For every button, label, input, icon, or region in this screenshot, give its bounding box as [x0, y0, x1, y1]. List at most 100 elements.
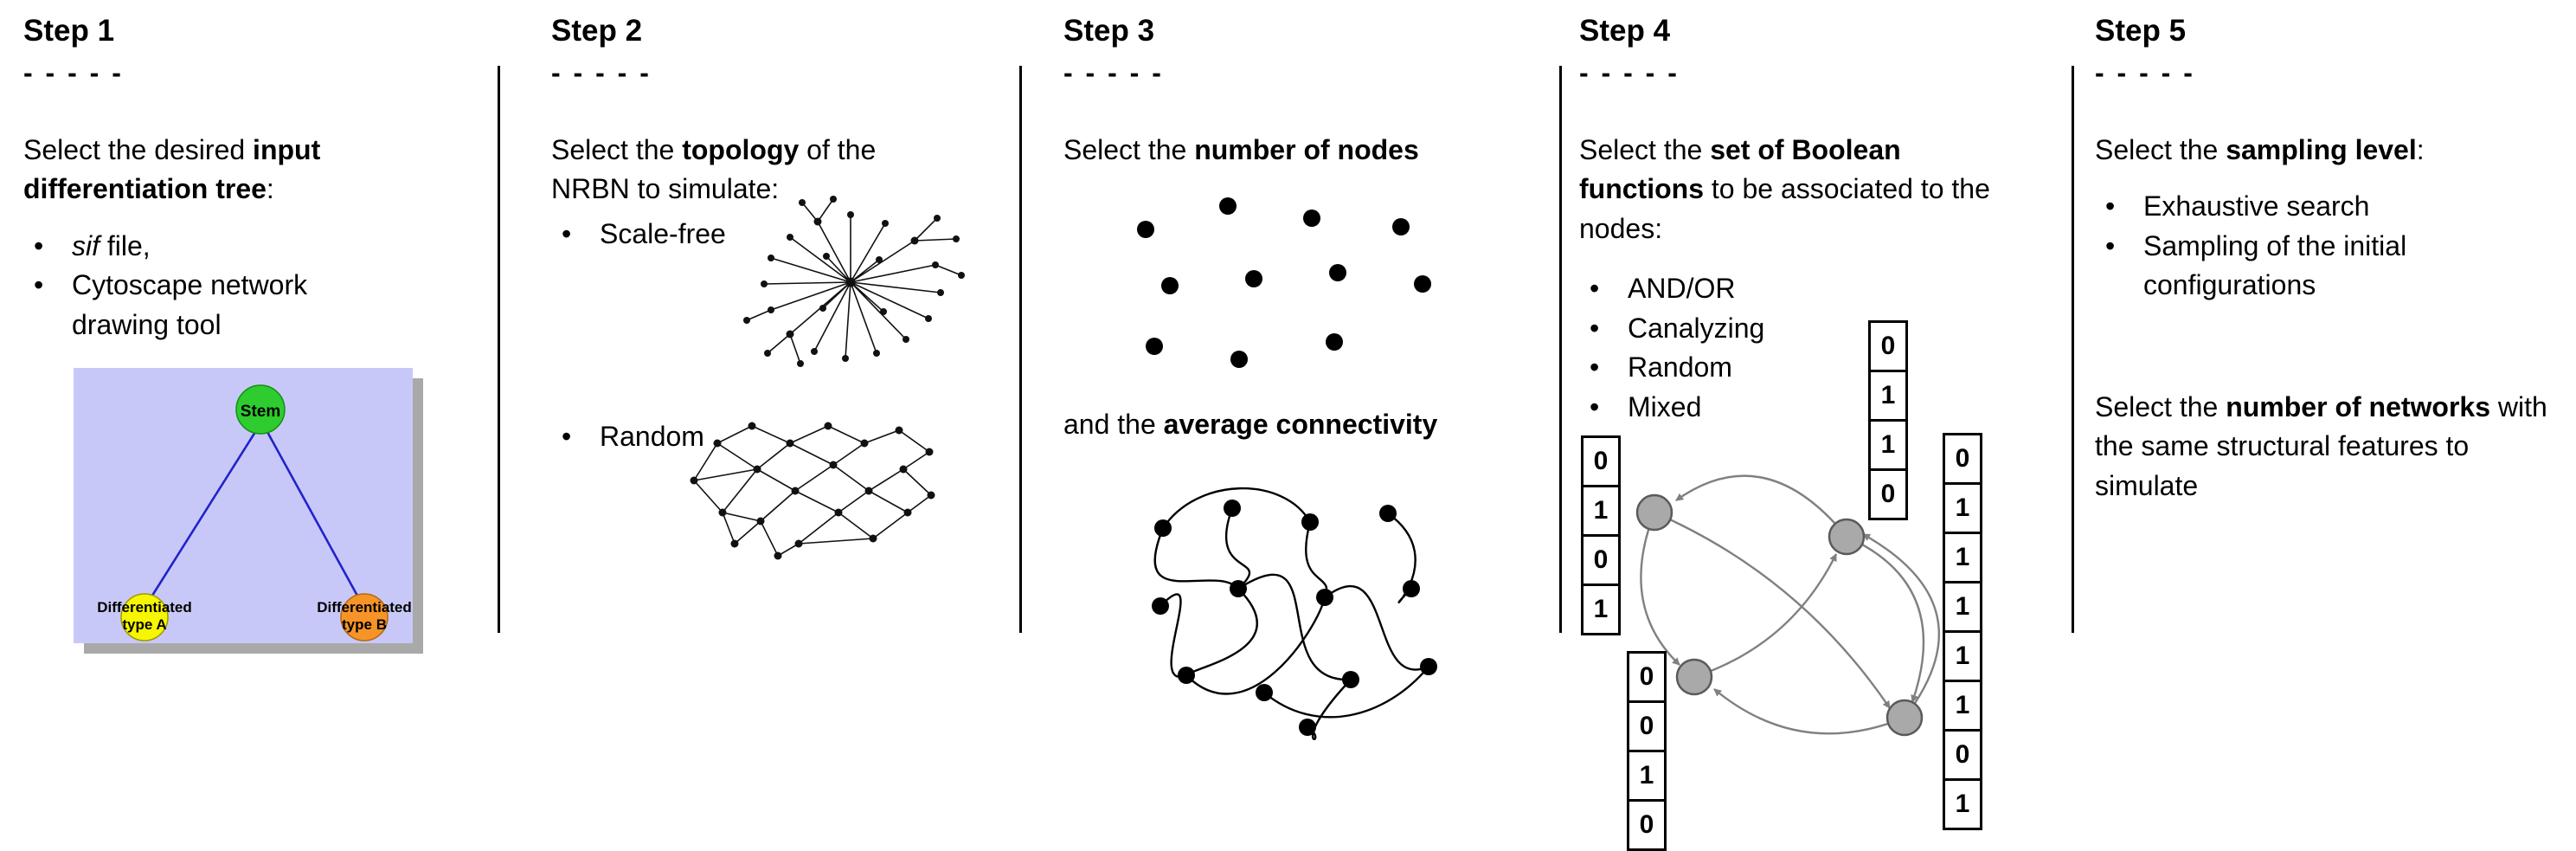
truth-table-top: 0 1 1 0 [1868, 320, 1908, 520]
text-segment: Exhaustive search [2143, 190, 2370, 222]
bullet-scale-free: Scale-free [551, 215, 842, 255]
text-segment: sampling level [2226, 134, 2417, 166]
text-segment: of the NRBN to simulate: [551, 134, 877, 205]
step-5-column: Step 5 - - - - - Select the sampling lev… [2095, 0, 2566, 851]
truth-table-cell: 1 [1868, 419, 1908, 471]
text-segment: AND/OR [1628, 273, 1736, 305]
step-2-title: Step 2 [551, 14, 643, 48]
text-segment: to be associated to the nodes: [1579, 173, 1990, 244]
text-segment: Select the desired [23, 134, 254, 166]
bullet-canalyzing: Canalyzing [1579, 309, 2064, 349]
step-4-intro: Select the set of Boolean functions to b… [1579, 131, 2012, 248]
step-1-column: Step 1 - - - - - Select the desired inpu… [23, 0, 491, 851]
column-divider [2072, 66, 2074, 633]
truth-table-cell: 1 [1943, 778, 1982, 830]
truth-table-cell: 0 [1627, 799, 1667, 851]
truth-table-cell: 1 [1581, 583, 1621, 635]
scale-free-edges [746, 198, 962, 364]
bullet-random: Random [551, 417, 842, 457]
scale-free-nodes [743, 196, 965, 367]
connectivity-nodes [1152, 500, 1437, 736]
type-b-label-line2: type B [342, 616, 387, 633]
text-segment: with the same structural features to sim… [2095, 391, 2547, 501]
text-segment: Random [600, 421, 704, 452]
step-4-dashes: - - - - - [1579, 57, 1680, 89]
step-3-column: Step 3 - - - - - Select the number of no… [1063, 0, 1548, 851]
text-segment: set of Boolean functions [1579, 134, 1901, 205]
truth-table-cell: 0 [1581, 435, 1621, 487]
step-4-title: Step 4 [1579, 14, 1671, 48]
step-5-dashes: - - - - - [2095, 57, 2195, 89]
type-b-node [340, 593, 389, 641]
stem-label: Stem [241, 403, 280, 421]
step-5-title: Step 5 [2095, 14, 2187, 48]
step-2-intro: Select the topology of the NRBN to simul… [551, 131, 945, 210]
text-segment: Select the [551, 134, 683, 166]
text-segment: sif [72, 229, 100, 261]
type-a-node [120, 593, 169, 641]
boolean-node [1675, 658, 1713, 696]
text-segment: average connectivity [1163, 409, 1438, 440]
text-segment: input differentiation tree [23, 134, 321, 205]
step-1-bullet-list: sif file, Cytoscape network drawing tool [23, 227, 491, 345]
bullet-mixed: Mixed [1579, 388, 2064, 428]
step-5-intro2: Select the number of networks with the s… [2095, 388, 2558, 506]
truth-table-cell: 0 [1627, 700, 1667, 752]
column-divider [498, 66, 500, 633]
text-segment: Canalyzing [1628, 312, 1765, 344]
type-b-label-line1: Differentiated [317, 599, 412, 616]
text-segment: Select the [1579, 134, 1711, 166]
step-1-intro: Select the desired input differentiation… [23, 131, 491, 210]
bullet-sif-file: sif file, [23, 227, 491, 267]
type-a-label-line2: type A [122, 616, 166, 633]
step-4-bullet-list: AND/OR Canalyzing Random Mixed [1579, 269, 2064, 427]
text-segment: Sampling of the initial configurations [2143, 229, 2407, 301]
text-segment: and the [1063, 409, 1164, 440]
step-3-intro2: and the average connectivity [1063, 405, 1548, 444]
truth-table-cell: 0 [1943, 433, 1982, 485]
connectivity-network-figure [1152, 487, 1437, 740]
truth-table-cell: 1 [1943, 482, 1982, 534]
text-segment: number of nodes [1194, 134, 1419, 166]
boolean-node [1885, 699, 1924, 737]
connectivity-edges [1153, 487, 1429, 740]
random-edges [693, 425, 932, 557]
step-5-bullet-list: Exhaustive search Sampling of the initia… [2095, 187, 2566, 305]
text-segment: Select the [2095, 391, 2226, 422]
text-segment: Select the [2095, 134, 2226, 166]
bullet-random-fn: Random [1579, 348, 2064, 388]
boolean-node [1828, 518, 1866, 556]
boolean-network-nodes [1635, 493, 1924, 737]
boolean-network-arrows [1640, 474, 1940, 735]
scale-free-network-figure [743, 196, 965, 367]
column-divider [1559, 66, 1562, 633]
stem-node [235, 384, 286, 435]
bullet-exhaustive-search: Exhaustive search [2095, 187, 2566, 227]
bullet-sampling-initial: Sampling of the initial configurations [2095, 227, 2507, 306]
text-segment: Random [1628, 351, 1732, 384]
type-a-label-line1: Differentiated [97, 599, 192, 616]
bullet-cytoscape: Cytoscape network drawing tool [23, 266, 401, 345]
tree-edges [145, 431, 364, 606]
truth-table-cell: 0 [1868, 320, 1908, 372]
step-4-column: Step 4 - - - - - Select the set of Boole… [1579, 0, 2064, 851]
differentiation-tree-figure: Stem Differentiated type A Differentiate… [74, 368, 423, 654]
truth-table-cell: 1 [1943, 581, 1982, 633]
truth-table-cell: 1 [1868, 370, 1908, 422]
node-dots [1137, 197, 1431, 368]
step-3-title: Step 3 [1063, 14, 1155, 48]
text-segment: Select the [1063, 134, 1195, 166]
truth-table-cell: 1 [1943, 532, 1982, 583]
text-segment: number of networks [2226, 391, 2491, 422]
text-segment: Cytoscape network drawing tool [72, 269, 308, 340]
truth-table-cell: 0 [1581, 534, 1621, 586]
text-segment: Scale-free [600, 218, 726, 249]
step-2-dashes: - - - - - [551, 57, 652, 89]
truth-table-cell: 0 [1943, 729, 1982, 781]
step-1-dashes: - - - - - [23, 57, 124, 89]
truth-table-bottom: 0 0 1 0 [1627, 651, 1667, 851]
text-segment: topology [682, 134, 800, 166]
random-network-figure [690, 422, 935, 560]
boolean-network-figure [1635, 474, 1940, 737]
